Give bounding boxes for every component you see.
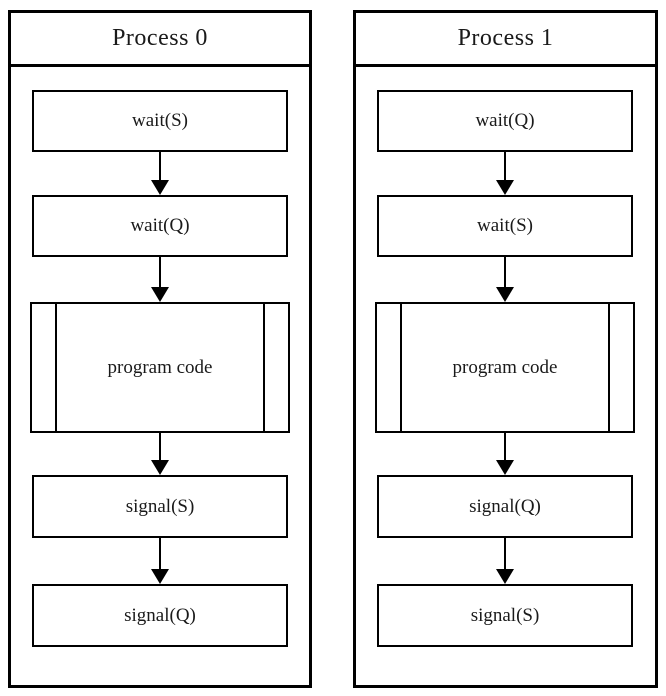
process-1-title: Process 1 xyxy=(356,13,655,67)
down-arrow xyxy=(496,538,514,584)
p1-step-wait-s-box: wait(S) xyxy=(377,195,633,257)
process-0-panel: Process 0 wait(S) wait(Q) program code s… xyxy=(8,10,312,688)
p1-step-signal-q-box: signal(Q) xyxy=(377,475,633,538)
p1-step-program-code-box: program code xyxy=(375,302,635,433)
arrowhead-icon xyxy=(496,180,514,195)
predefined-process-bar-right xyxy=(608,304,610,431)
arrow-stem xyxy=(159,152,161,182)
p1-step-wait-q-label: wait(Q) xyxy=(475,110,535,131)
down-arrow xyxy=(151,433,169,475)
p0-step-signal-s-label: signal(S) xyxy=(125,495,195,517)
down-arrow xyxy=(151,538,169,584)
arrowhead-icon xyxy=(496,460,514,475)
down-arrow xyxy=(151,152,169,195)
p1-step-wait-q-box: wait(Q) xyxy=(377,90,633,152)
down-arrow xyxy=(496,433,514,475)
down-arrow xyxy=(151,257,169,302)
arrowhead-icon xyxy=(151,287,169,302)
p0-step-wait-q-label: wait(Q) xyxy=(130,215,190,236)
p1-step-signal-q-label: signal(Q) xyxy=(469,495,541,517)
p0-step-program-code-box: program code xyxy=(30,302,290,433)
arrowhead-icon xyxy=(151,460,169,475)
p0-step-wait-s-label: wait(S) xyxy=(132,110,188,131)
p1-step-wait-s-label: wait(S) xyxy=(477,215,533,236)
p1-step-signal-s-label: signal(S) xyxy=(470,604,540,626)
arrow-stem xyxy=(504,257,506,289)
arrowhead-icon xyxy=(496,287,514,302)
process-1-panel: Process 1 wait(Q) wait(S) program code s… xyxy=(353,10,658,688)
p0-step-wait-q-box: wait(Q) xyxy=(32,195,288,257)
arrow-stem xyxy=(159,257,161,289)
arrow-stem xyxy=(504,152,506,182)
p0-step-wait-s-box: wait(S) xyxy=(32,90,288,152)
arrow-stem xyxy=(504,433,506,462)
predefined-process-bar-left xyxy=(400,304,402,431)
down-arrow xyxy=(496,257,514,302)
arrow-stem xyxy=(159,538,161,571)
p0-step-signal-q-box: signal(Q) xyxy=(32,584,288,647)
p0-step-signal-q-label: signal(Q) xyxy=(124,604,196,626)
p0-step-program-code-label: program code xyxy=(107,356,213,378)
process-0-title: Process 0 xyxy=(11,13,309,67)
p0-step-signal-s-box: signal(S) xyxy=(32,475,288,538)
arrowhead-icon xyxy=(151,569,169,584)
predefined-process-bar-right xyxy=(263,304,265,431)
predefined-process-bar-left xyxy=(55,304,57,431)
arrow-stem xyxy=(159,433,161,462)
arrow-stem xyxy=(504,538,506,571)
arrowhead-icon xyxy=(151,180,169,195)
arrowhead-icon xyxy=(496,569,514,584)
p1-step-signal-s-box: signal(S) xyxy=(377,584,633,647)
p1-step-program-code-label: program code xyxy=(452,356,558,378)
down-arrow xyxy=(496,152,514,195)
